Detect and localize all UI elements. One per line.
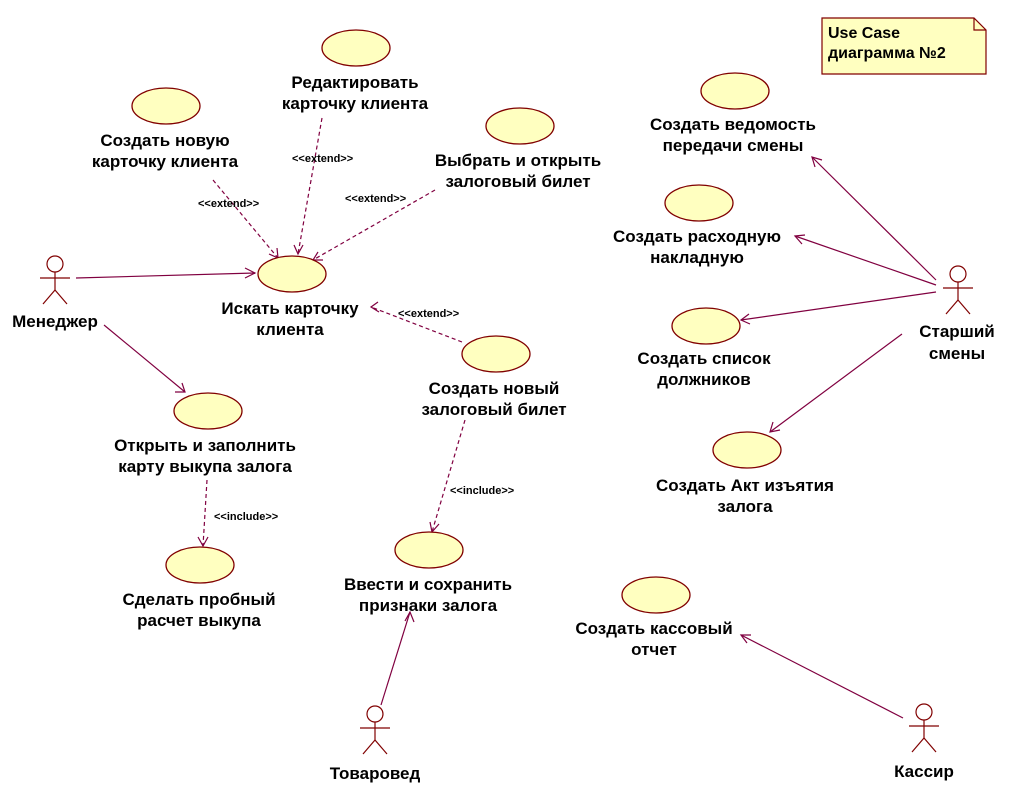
extend-create-card	[212, 179, 279, 259]
extend-select-ticket	[312, 189, 436, 261]
svg-text:Создать ведомость: Создать ведомость	[650, 115, 816, 134]
svg-text:Создать новый: Создать новый	[429, 379, 560, 398]
actor-manager-label: Менеджер	[12, 312, 98, 331]
extend-new-ticket	[370, 306, 463, 343]
use-case-debtors-list[interactable]: Создать список должников	[637, 307, 771, 389]
svg-text:должников: должников	[657, 370, 750, 389]
svg-text:расчет выкупа: расчет выкупа	[137, 611, 261, 630]
note-line-1: Use Case	[828, 25, 900, 42]
use-case-trial-calc[interactable]: Сделать пробный расчет выкупа	[122, 546, 276, 630]
use-case-enter-signs[interactable]: Ввести и сохранить признаки залога	[344, 531, 512, 615]
note-line-2: диаграмма №2	[828, 45, 946, 62]
use-case-select-ticket[interactable]: Выбрать и открыть залоговый билет	[435, 107, 601, 191]
svg-text:Создать новую: Создать новую	[100, 131, 229, 150]
svg-text:отчет: отчет	[631, 640, 677, 659]
svg-text:залоговый билет: залоговый билет	[421, 400, 566, 419]
svg-text:Редактировать: Редактировать	[291, 73, 418, 92]
assoc-manager-search	[75, 272, 256, 279]
use-case-cash-report[interactable]: Создать кассовый отчет	[575, 576, 733, 659]
svg-text:Искать карточку: Искать карточку	[221, 299, 359, 318]
svg-text:признаки залога: признаки залога	[359, 596, 498, 615]
stereotype-include-trial: <<include>>	[214, 511, 278, 523]
assoc-senior-seizure	[769, 333, 903, 433]
actor-senior-shift[interactable]: Старший смены	[919, 265, 995, 363]
use-case-open-buyout[interactable]: Открыть и заполнить карту выкупа залога	[114, 392, 296, 476]
stereotype-labels: <<extend>> <<extend>> <<extend>> <<exten…	[198, 153, 514, 523]
svg-text:клиента: клиента	[256, 320, 324, 339]
assoc-senior-invoice	[794, 235, 937, 286]
actor-manager[interactable]: Менеджер	[12, 255, 98, 331]
use-case-seizure-act[interactable]: Создать Акт изъятия залога	[656, 431, 834, 516]
svg-text:Ввести и сохранить: Ввести и сохранить	[344, 575, 512, 594]
diagram-title-note: Use Case диаграмма №2	[821, 17, 987, 75]
svg-text:Создать список: Создать список	[637, 349, 771, 368]
use-case-create-card[interactable]: Создать новую карточку клиента	[92, 87, 239, 171]
svg-text:Открыть и заполнить: Открыть и заполнить	[114, 436, 296, 455]
assoc-senior-statement	[811, 156, 937, 281]
stereotype-extend-select: <<extend>>	[345, 193, 406, 205]
actor-cashier-label: Кассир	[894, 762, 954, 781]
svg-text:карточку клиента: карточку клиента	[92, 152, 239, 171]
include-enter-signs	[431, 419, 466, 533]
actor-cashier[interactable]: Кассир	[894, 703, 954, 781]
svg-text:Выбрать и открыть: Выбрать и открыть	[435, 151, 601, 170]
use-case-search-card[interactable]: Искать карточку клиента	[221, 255, 359, 339]
relationships	[75, 117, 937, 719]
actor-merchandiser[interactable]: Товаровед	[330, 705, 421, 783]
use-case-new-ticket[interactable]: Создать новый залоговый билет	[421, 335, 567, 419]
assoc-senior-debtors	[740, 291, 937, 321]
assoc-cashier-report	[740, 634, 904, 719]
stereotype-extend-edit: <<extend>>	[292, 153, 353, 165]
extend-edit-card	[297, 117, 323, 255]
svg-text:карту выкупа залога: карту выкупа залога	[118, 457, 292, 476]
svg-text:Сделать пробный: Сделать пробный	[122, 590, 275, 609]
stereotype-include-signs: <<include>>	[450, 485, 514, 497]
use-case-expense-invoice[interactable]: Создать расходную накладную	[613, 184, 781, 267]
svg-text:накладную: накладную	[650, 248, 744, 267]
use-case-shift-statement[interactable]: Создать ведомость передачи смены	[650, 72, 816, 155]
svg-text:передачи смены: передачи смены	[663, 136, 804, 155]
actor-senior-label-2: смены	[929, 344, 985, 363]
svg-text:залога: залога	[717, 497, 773, 516]
svg-text:Создать кассовый: Создать кассовый	[575, 619, 732, 638]
include-trial-calc	[202, 479, 208, 547]
stereotype-extend-newticket: <<extend>>	[398, 308, 459, 320]
svg-text:залоговый билет: залоговый билет	[445, 172, 590, 191]
use-case-edit-card[interactable]: Редактировать карточку клиента	[282, 29, 429, 113]
assoc-merchandiser-signs	[380, 611, 411, 706]
actor-senior-label-1: Старший	[919, 322, 995, 341]
svg-text:Создать Акт изъятия: Создать Акт изъятия	[656, 476, 834, 495]
stereotype-extend-create: <<extend>>	[198, 198, 259, 210]
assoc-manager-buyout	[103, 324, 186, 393]
actor-merchandiser-label: Товаровед	[330, 764, 421, 783]
svg-text:карточку клиента: карточку клиента	[282, 94, 429, 113]
svg-text:Создать расходную: Создать расходную	[613, 227, 781, 246]
